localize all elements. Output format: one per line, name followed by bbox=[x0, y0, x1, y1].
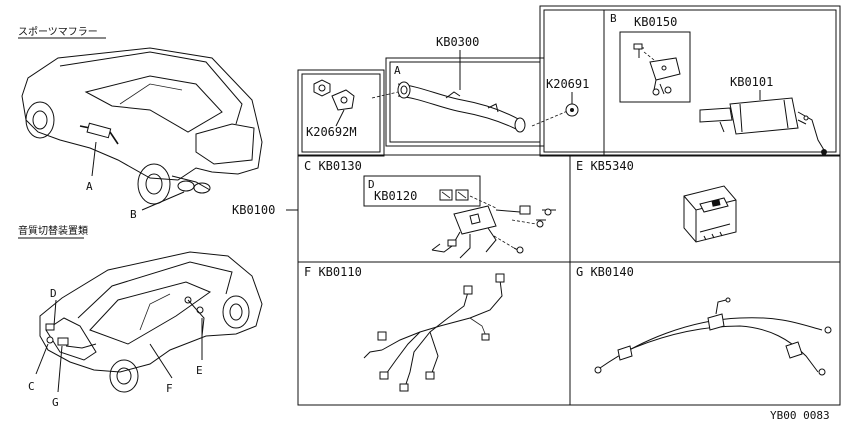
label-f-kb0110: F KB0110 bbox=[304, 265, 362, 279]
label-kb0150: KB0150 bbox=[634, 15, 677, 29]
label-kb0300: KB0300 bbox=[436, 35, 479, 49]
heading-sound-switch: 音質切替装置類 bbox=[18, 224, 88, 237]
part-kb5340-switch: E KB5340 bbox=[576, 159, 737, 243]
callout-b: B bbox=[130, 208, 137, 221]
part-kb0140-cable: G KB0140 bbox=[576, 265, 832, 376]
label-k20691: K20691 bbox=[546, 77, 589, 91]
label-g-kb0140: G KB0140 bbox=[576, 265, 634, 279]
callout-f: F bbox=[166, 382, 173, 395]
car-illustration-sound-switch: 音質切替装置類 D C G E F bbox=[18, 224, 263, 409]
label-box-b: B bbox=[610, 12, 617, 25]
label-kb0100: KB0100 bbox=[232, 203, 275, 217]
label-d: D bbox=[368, 178, 375, 191]
parts-frame: KB0100 bbox=[232, 5, 841, 406]
callout-e: E bbox=[196, 364, 203, 377]
label-c-kb0130: C KB0130 bbox=[304, 159, 362, 173]
car-illustration-muffler: スポーツマフラー A B bbox=[18, 26, 263, 221]
heading-sport-muffler: スポーツマフラー bbox=[18, 26, 98, 38]
label-e-kb5340: E KB5340 bbox=[576, 159, 634, 173]
label-k20692m: K20692M bbox=[306, 125, 357, 139]
part-kb0130-kb0120: C KB0130 D KB0120 bbox=[304, 159, 556, 259]
callout-g: G bbox=[52, 396, 59, 409]
part-kb0300-pipe: KB0300 A K20692M K20691 bbox=[306, 35, 589, 139]
label-kb0101: KB0101 bbox=[730, 75, 773, 89]
callout-a: A bbox=[86, 180, 93, 193]
callout-c: C bbox=[28, 380, 35, 393]
part-kb0150-kb0101: B KB0150 KB0101 bbox=[610, 12, 827, 155]
part-kb0110-harness: F KB0110 bbox=[304, 265, 505, 392]
drawing-code: YB00 0083 bbox=[770, 409, 830, 422]
label-box-a: A bbox=[394, 64, 401, 77]
callout-d: D bbox=[50, 287, 57, 300]
label-kb0120: KB0120 bbox=[374, 189, 417, 203]
